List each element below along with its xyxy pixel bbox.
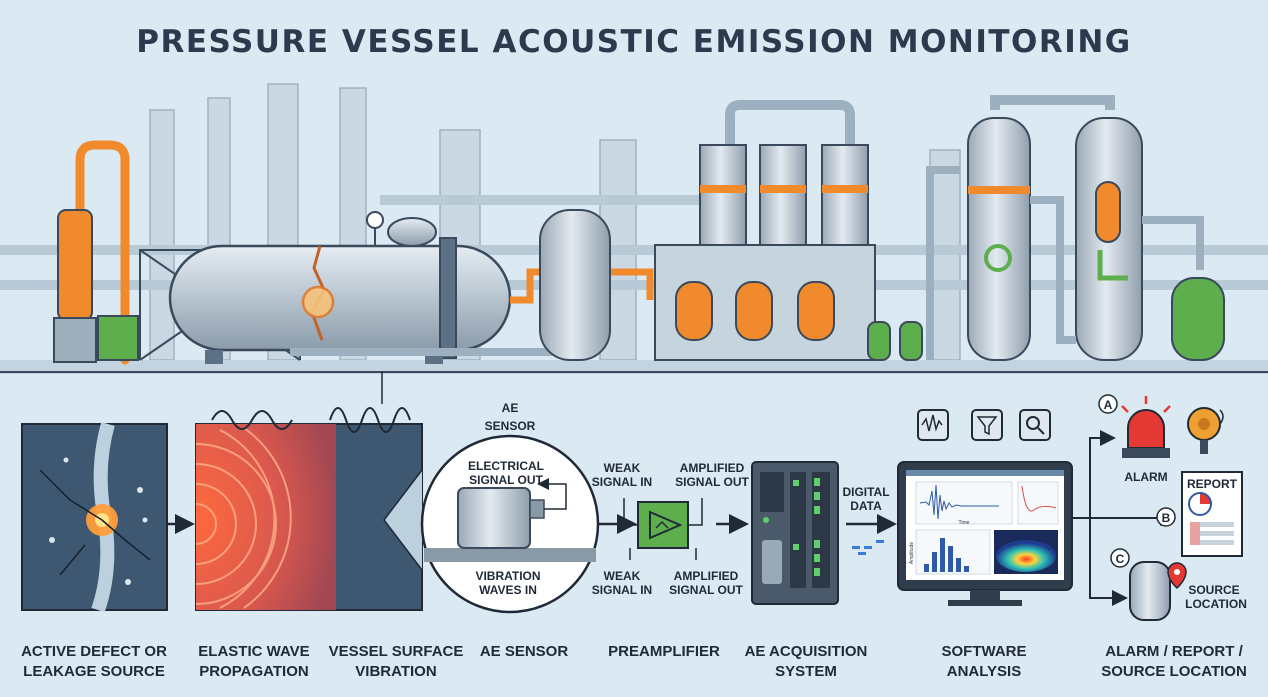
stage-label-surface-line1: VESSEL SURFACE xyxy=(329,643,464,660)
marker-a-label: A xyxy=(1104,398,1113,412)
weak-signal-in-bottom-line2: SIGNAL IN xyxy=(592,583,652,597)
marker-c xyxy=(1110,548,1130,568)
stage-label-outputs-line2: SOURCE LOCATION xyxy=(1101,663,1247,680)
stage-label-defect-line1: ACTIVE DEFECT OR xyxy=(21,643,167,660)
marker-b xyxy=(1156,507,1176,527)
marker-b-label: B xyxy=(1162,511,1171,525)
stage-label-wave-line1: ELASTIC WAVE xyxy=(198,643,309,660)
source-location-label-line2: LOCATION xyxy=(1185,597,1247,611)
waveform-tool-icon xyxy=(917,409,949,441)
stage-label-software-line1: SOFTWARE xyxy=(942,643,1027,660)
stage-label-sensor: AE SENSOR xyxy=(480,643,569,660)
preamplifier-block xyxy=(623,498,703,560)
source-location-label-line1: SOURCE xyxy=(1188,583,1239,597)
digital-data-line1: DIGITAL xyxy=(842,485,889,499)
marker-a xyxy=(1098,394,1118,414)
wave-propagation-panel xyxy=(195,372,423,611)
report-document-icon xyxy=(1181,471,1243,557)
industrial-plant-illustration xyxy=(0,83,1268,374)
vibration-waves-label-line1: VIBRATION xyxy=(475,569,540,583)
ae-sensor-callout xyxy=(420,434,600,614)
stage-label-wave-line2: PROPAGATION xyxy=(199,663,308,680)
report-label: REPORT xyxy=(1187,477,1238,491)
stage-label-defect-line2: LEAKAGE SOURCE xyxy=(23,663,165,680)
search-tool-icon xyxy=(1019,409,1051,441)
digital-data-bits xyxy=(852,540,884,555)
weak-signal-in-top-line2: SIGNAL IN xyxy=(592,475,652,489)
software-monitor xyxy=(897,409,1073,591)
electrical-signal-label-line1: ELECTRICAL xyxy=(468,459,544,473)
ae-sensor-title-line2: SENSOR xyxy=(485,419,536,433)
alarm-beacon-icon xyxy=(1121,396,1171,458)
software-x-axis-label: Time xyxy=(959,520,970,526)
stage-label-surface-line2: VIBRATION xyxy=(355,663,436,680)
weak-signal-in-bottom-line1: WEAK xyxy=(604,569,641,583)
defect-panel xyxy=(21,422,168,613)
alarm-label: ALARM xyxy=(1124,470,1167,484)
stage-label-software-line2: ANALYSIS xyxy=(947,663,1021,680)
vibration-waves-label-line2: WAVES IN xyxy=(479,583,537,597)
ae-sensor-title-line1: AE xyxy=(502,401,519,415)
software-y-axis-label: Amplitude xyxy=(909,542,915,564)
marker-c-label: C xyxy=(1116,552,1125,566)
stage-label-preamplifier: PREAMPLIFIER xyxy=(608,643,720,660)
digital-data-line2: DATA xyxy=(850,499,882,513)
amplified-signal-out-bottom-line2: SIGNAL OUT xyxy=(669,583,743,597)
electrical-signal-label-line2: SIGNAL OUT xyxy=(469,473,543,487)
alarm-bell-icon xyxy=(1187,407,1224,454)
stage-label-acquisition-line2: SYSTEM xyxy=(775,663,837,680)
stage-label-acquisition-line1: AE ACQUISITION xyxy=(745,643,868,660)
amplified-signal-out-top-line1: AMPLIFIED xyxy=(680,461,745,475)
stage-label-outputs-line1: ALARM / REPORT / xyxy=(1105,643,1243,660)
amplified-signal-out-top-line2: SIGNAL OUT xyxy=(675,475,749,489)
acquisition-hardware xyxy=(751,461,839,605)
filter-tool-icon xyxy=(971,409,1003,441)
weak-signal-in-top-line1: WEAK xyxy=(604,461,641,475)
amplified-signal-out-bottom-line1: AMPLIFIED xyxy=(674,569,739,583)
stage-labels: ACTIVE DEFECT OR LEAKAGE SOURCE ELASTIC … xyxy=(21,643,1247,680)
source-location-vessel-icon xyxy=(1129,561,1187,621)
monitor-stand xyxy=(948,590,1022,606)
page-title: PRESSURE VESSEL ACOUSTIC EMISSION MONITO… xyxy=(136,24,1131,60)
